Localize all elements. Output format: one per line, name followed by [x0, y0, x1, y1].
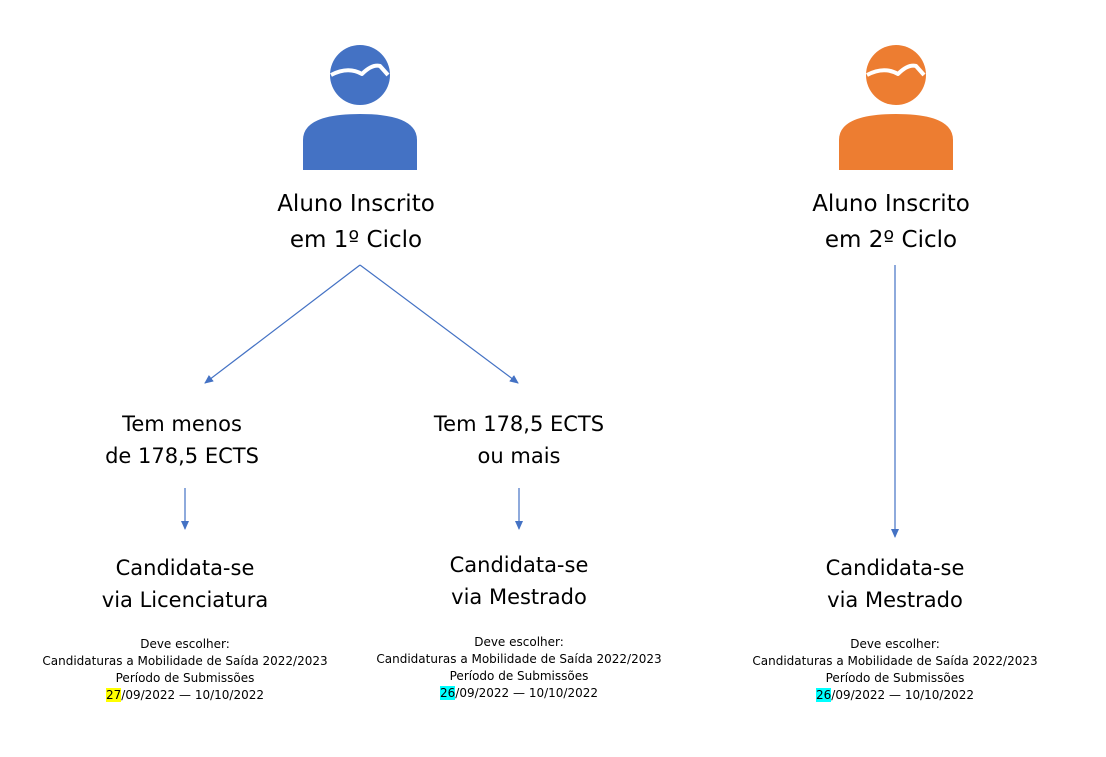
person-icon-orange: [839, 45, 953, 170]
note-mestrado-right: Deve escolher: Candidaturas a Mobilidade…: [715, 636, 1075, 704]
note-licenciatura-date: 27/09/2022 — 10/10/2022: [5, 687, 365, 704]
arrow-to-less-ects: [204, 264, 361, 384]
note-mestrado-left: Deve escolher: Candidaturas a Mobilidade…: [339, 634, 699, 702]
note-mestrado-right-line1: Deve escolher:: [850, 637, 940, 651]
result-mestrado-left: Candidata-se via Mestrado: [369, 549, 669, 613]
note-licenciatura-line1: Deve escolher:: [140, 637, 230, 651]
date-day-highlight: 26: [816, 688, 832, 702]
date-rest: /09/2022 — 10/10/2022: [455, 686, 598, 700]
right-person-label-line1: Aluno Inscrito: [812, 191, 970, 217]
condition-less-ects-line1: Tem menos: [122, 412, 242, 436]
note-mestrado-left-date: 26/09/2022 — 10/10/2022: [339, 685, 699, 702]
right-person-label: Aluno Inscrito em 2º Ciclo: [741, 186, 1041, 258]
result-licenciatura-line2: via Licenciatura: [101, 588, 269, 612]
date-rest: /09/2022 — 10/10/2022: [831, 688, 974, 702]
person-icon-blue: [303, 45, 417, 170]
result-licenciatura-line1: Candidata-se: [115, 556, 255, 580]
result-mestrado-left-line1: Candidata-se: [449, 553, 589, 577]
condition-less-ects-line2: de 178,5 ECTS: [105, 444, 259, 468]
result-mestrado-right-line1: Candidata-se: [825, 556, 965, 580]
condition-less-ects: Tem menos de 178,5 ECTS: [32, 408, 332, 472]
date-rest: /09/2022 — 10/10/2022: [121, 688, 264, 702]
condition-more-ects-line1: Tem 178,5 ECTS: [433, 412, 605, 436]
left-person-label-line2: em 1º Ciclo: [289, 227, 423, 253]
arrow-to-more-ects: [359, 264, 519, 384]
result-mestrado-right-line2: via Mestrado: [827, 588, 963, 612]
note-licenciatura-line2: Candidaturas a Mobilidade de Saída 2022/…: [42, 654, 328, 668]
note-mestrado-right-line3: Período de Submissões: [825, 671, 965, 685]
note-licenciatura-line3: Período de Submissões: [115, 671, 255, 685]
condition-more-ects-line2: ou mais: [477, 444, 561, 468]
result-mestrado-right: Candidata-se via Mestrado: [745, 552, 1045, 616]
date-day-highlight: 27: [106, 688, 122, 702]
note-licenciatura: Deve escolher: Candidaturas a Mobilidade…: [5, 636, 365, 704]
result-licenciatura: Candidata-se via Licenciatura: [35, 552, 335, 616]
note-mestrado-right-line2: Candidaturas a Mobilidade de Saída 2022/…: [752, 654, 1038, 668]
result-mestrado-left-line2: via Mestrado: [451, 585, 587, 609]
left-person-label: Aluno Inscrito em 1º Ciclo: [206, 186, 506, 258]
right-person-label-line2: em 2º Ciclo: [824, 227, 958, 253]
note-mestrado-left-line3: Período de Submissões: [449, 669, 589, 683]
condition-more-ects: Tem 178,5 ECTS ou mais: [369, 408, 669, 472]
note-mestrado-right-date: 26/09/2022 — 10/10/2022: [715, 687, 1075, 704]
note-mestrado-left-line1: Deve escolher:: [474, 635, 564, 649]
date-day-highlight: 26: [440, 686, 456, 700]
left-person-label-line1: Aluno Inscrito: [277, 191, 435, 217]
note-mestrado-left-line2: Candidaturas a Mobilidade de Saída 2022/…: [376, 652, 662, 666]
